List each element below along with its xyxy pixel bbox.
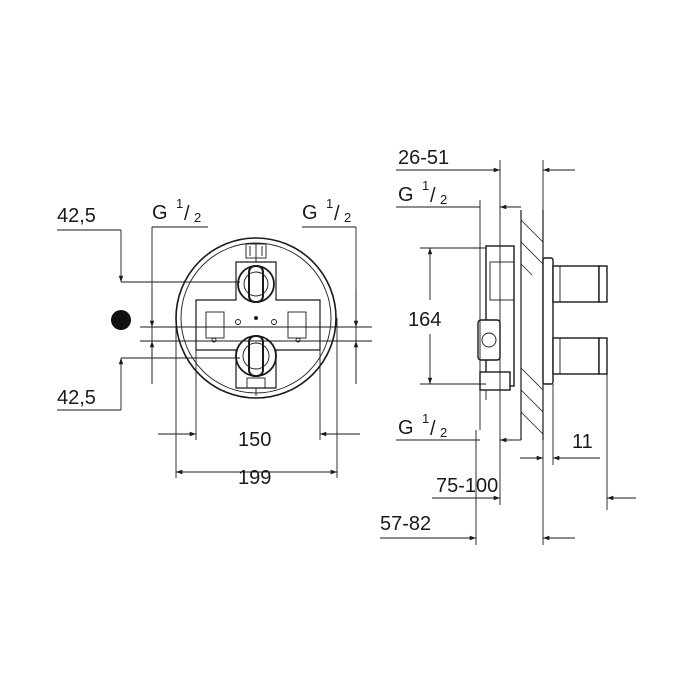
thread-side-top-sep: /	[430, 185, 436, 207]
side-top-handle	[552, 265, 608, 303]
dim-75-100: 75-100	[436, 475, 498, 497]
thread-side-top: G 1 / 2	[396, 178, 521, 430]
dim-11-group: 11	[520, 384, 600, 465]
thread-left-sep: /	[184, 203, 190, 225]
dim-42-5-bottom: 42,5	[57, 387, 96, 409]
thread-right-num: 1	[326, 196, 333, 211]
screw-dot	[235, 319, 241, 325]
screw-dot	[295, 337, 301, 343]
thread-front-left: G 1 / 2	[149, 196, 208, 384]
faceplate-edge	[542, 257, 554, 385]
thread-left-den: 2	[194, 210, 201, 225]
thread-side-top-letter: G	[398, 184, 414, 206]
dim-26-51: 26-51	[398, 147, 449, 169]
valve-body	[195, 261, 321, 389]
thread-side-bottom-den: 2	[440, 425, 447, 440]
body-right-port	[287, 311, 307, 339]
mount-upper-block	[489, 261, 515, 301]
screw-dot	[211, 337, 217, 343]
center-marker	[254, 316, 258, 320]
front-view	[140, 237, 372, 399]
thread-side-bottom: G 1 / 2	[396, 411, 521, 443]
dim-42-5-top: 42,5	[57, 205, 96, 227]
thread-side-bottom-letter: G	[398, 417, 414, 439]
thread-side-bottom-num: 1	[422, 411, 429, 426]
reference-dot	[111, 310, 131, 330]
thread-side-top-num: 1	[422, 178, 429, 193]
mount-foot	[479, 371, 511, 391]
wall-section	[520, 210, 544, 440]
dim-75-100-group: 75-100	[432, 374, 636, 510]
dim-57-82: 57-82	[380, 513, 431, 535]
thread-side-bottom-sep: /	[430, 418, 436, 440]
thread-right-letter: G	[302, 202, 318, 224]
thread-left-num: 1	[176, 196, 183, 211]
dim-57-82-group: 57-82	[380, 430, 575, 545]
dim-150-199-group: 150 199	[158, 318, 360, 489]
dim-11: 11	[572, 431, 593, 453]
thread-right-den: 2	[344, 210, 351, 225]
thread-right-sep: /	[334, 203, 340, 225]
dim-164-group: 164	[408, 247, 486, 385]
side-port	[477, 319, 501, 361]
side-port-hole	[481, 332, 497, 348]
thread-front-right: G 1 / 2	[302, 196, 359, 384]
bottom-handle	[235, 335, 277, 396]
thread-left-letter: G	[152, 202, 168, 224]
dim-199: 199	[238, 467, 271, 489]
thread-side-top-den: 2	[440, 192, 447, 207]
dim-164: 164	[408, 309, 441, 331]
dim-150: 150	[238, 429, 271, 451]
body-left-port	[205, 311, 225, 339]
dim-42-5-group: 42,5 42,5	[57, 205, 240, 411]
side-bottom-handle	[552, 337, 608, 375]
side-view	[477, 210, 608, 440]
screw-dot	[271, 319, 277, 325]
